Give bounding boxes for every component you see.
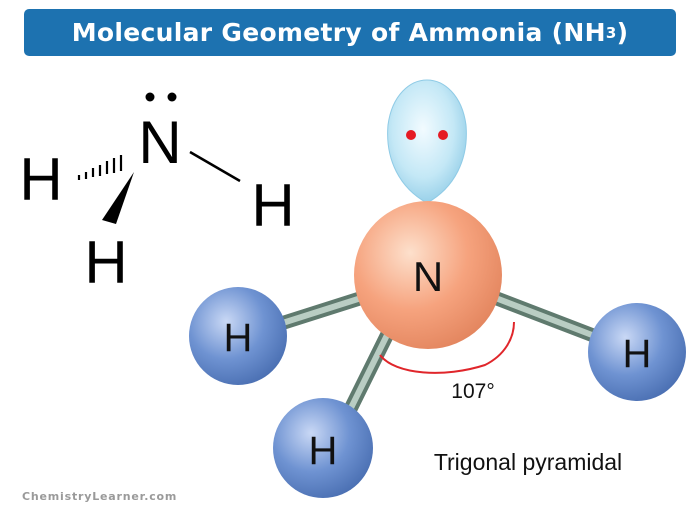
lewis-h-right: H (251, 172, 294, 239)
lewis-h-left: H (19, 146, 62, 213)
shape-label: Trigonal pyramidal (434, 449, 622, 475)
hashed-wedge-bond (77, 155, 123, 180)
bond-bottom-highlight (342, 322, 395, 423)
lone-pair-electron (406, 130, 416, 140)
ball-and-stick-model: N H H H 107° Trigonal pyramidal (189, 79, 686, 498)
lewis-h-bottom: H (84, 229, 127, 296)
model-nitrogen-label: N (413, 253, 443, 300)
nitrogen-atom (354, 201, 502, 349)
title-text: Molecular Geometry of Ammonia (NH (71, 18, 606, 47)
bond-right-highlight (477, 289, 608, 343)
lewis-structure: N H H H (19, 92, 295, 296)
lone-pair-lobe (387, 79, 467, 204)
bond-angle-arc (379, 321, 515, 374)
title-close: ) (616, 18, 629, 47)
lone-pair-dot (145, 92, 155, 102)
hydrogen-atom-left (189, 287, 287, 385)
model-h-bottom-label: H (309, 429, 338, 473)
hydrogen-atom-bottom (273, 398, 373, 498)
solid-wedge-bond (102, 172, 134, 224)
bond-angle-label: 107° (451, 380, 494, 403)
lone-pair-electron (438, 130, 448, 140)
watermark: ChemistryLearner.com (22, 490, 178, 503)
hydrogen-atom-right (588, 303, 686, 401)
title-subscript: 3 (605, 23, 617, 42)
lone-pair-dot (167, 92, 177, 102)
model-h-left-label: H (224, 316, 253, 360)
model-h-right-label: H (623, 332, 652, 376)
lewis-nitrogen: N (138, 109, 181, 176)
plain-bond (189, 150, 241, 183)
